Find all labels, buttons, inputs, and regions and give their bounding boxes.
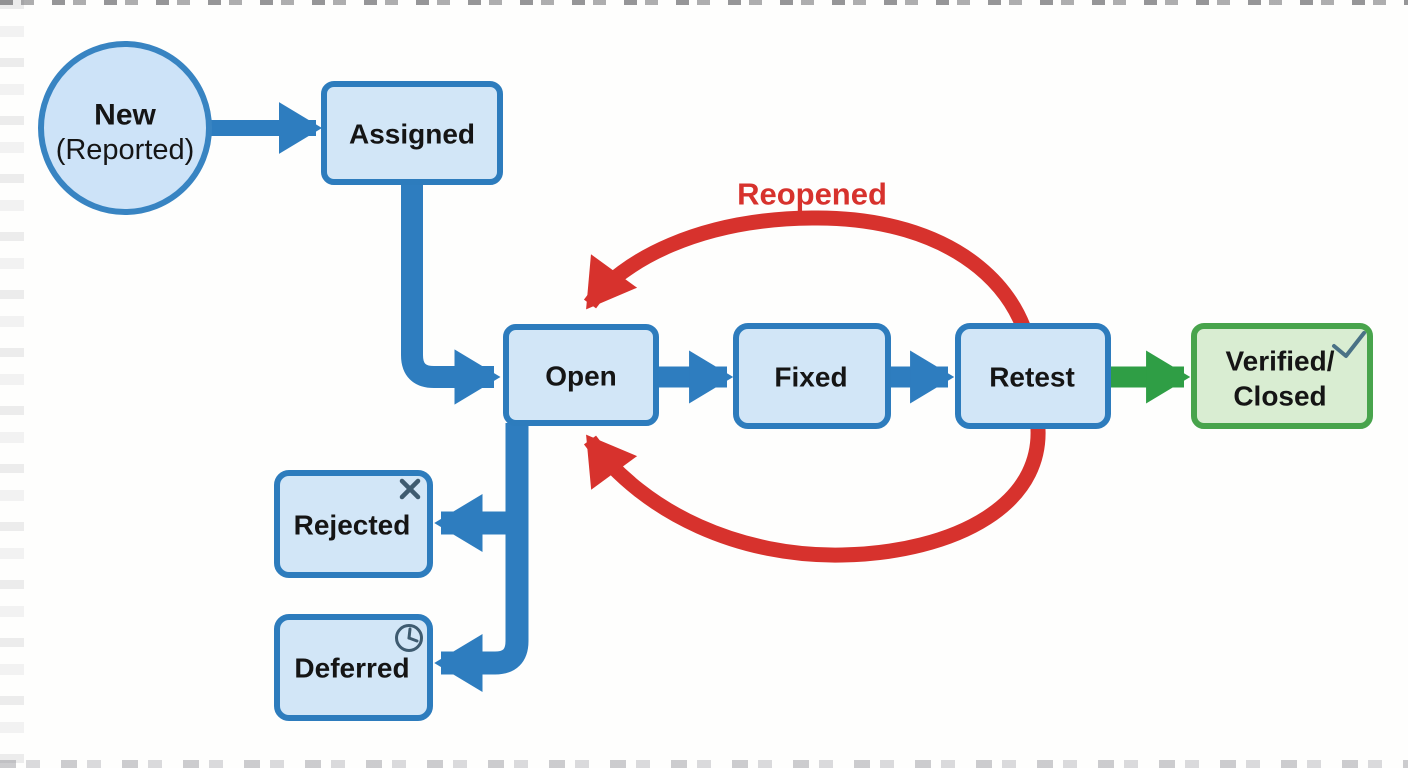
node-retest [955, 323, 1111, 429]
node-verified-closed [1191, 323, 1373, 429]
node-new-sublabel: (Reported) [56, 134, 195, 166]
x-icon [399, 478, 421, 500]
node-assigned-label: Assigned [349, 119, 475, 150]
cropped-text-artifact-top [0, 0, 1408, 5]
node-open [503, 324, 659, 426]
node-rejected [274, 470, 433, 578]
node-fixed-label: Fixed [774, 362, 847, 393]
node-rejected-label: Rejected [294, 510, 411, 541]
node-deferred [274, 614, 433, 721]
node-open-label: Open [545, 361, 617, 392]
check-icon [1332, 331, 1366, 358]
node-verified-label-line2: Closed [1233, 381, 1326, 412]
clock-icon [395, 624, 423, 652]
reopened-edge-label: Reopened [737, 177, 887, 212]
node-retest-label: Retest [989, 362, 1075, 393]
node-verified-label-line1: Verified/ [1226, 346, 1335, 377]
edge-reopened-top-arc [583, 210, 1042, 409]
edge-assigned-open [401, 182, 501, 405]
node-assigned [321, 81, 503, 185]
edge-reopened-bottom-arc [583, 410, 1046, 563]
node-deferred-label: Deferred [294, 653, 409, 684]
cropped-text-artifact-left [0, 0, 24, 768]
node-new-label: New [94, 99, 156, 132]
node-new [38, 41, 212, 215]
cropped-text-artifact-bottom [0, 760, 1408, 768]
edge-open-deferred [434, 423, 529, 692]
node-fixed [733, 323, 891, 429]
